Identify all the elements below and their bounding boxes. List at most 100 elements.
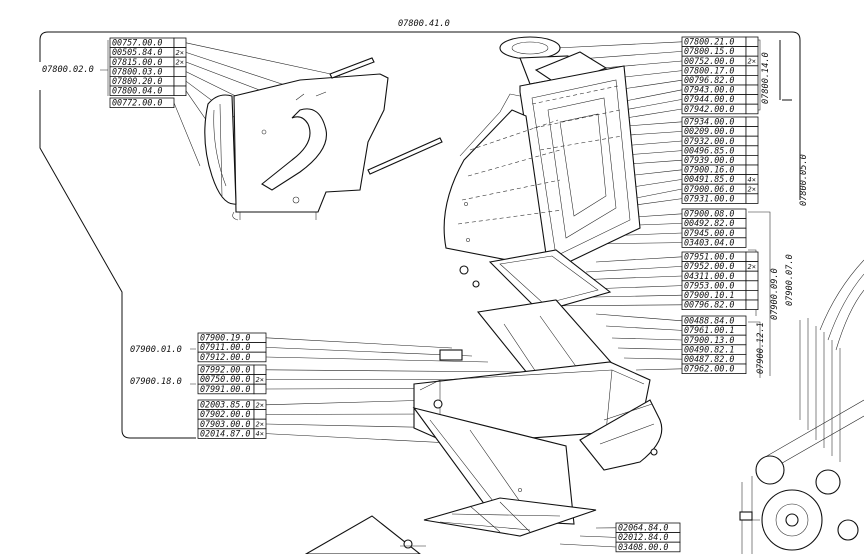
part-number: 07800.15.0 bbox=[684, 46, 734, 56]
part-number: 07991.00.0 bbox=[200, 384, 250, 394]
qty-box bbox=[745, 84, 759, 96]
group-7-8-bracket bbox=[190, 348, 196, 385]
hood-assembly bbox=[204, 57, 443, 221]
group-1-bracket bbox=[100, 40, 109, 96]
part-number: 00491.85.0 bbox=[684, 174, 734, 184]
part-number: 07800.03.0 bbox=[112, 66, 162, 76]
part-number: 07900.10.1 bbox=[684, 290, 734, 300]
part-quantity: 4× bbox=[256, 430, 264, 438]
part-quantity: 2× bbox=[176, 59, 184, 67]
qty-box bbox=[745, 270, 759, 282]
part-number: 00796.82.0 bbox=[684, 300, 734, 310]
qty-box bbox=[745, 193, 759, 204]
leader-line bbox=[265, 433, 471, 445]
qty-box bbox=[173, 85, 187, 97]
leader-line bbox=[579, 535, 617, 538]
part-quantity: 2× bbox=[256, 401, 264, 409]
qty-box bbox=[745, 36, 759, 48]
part-number: 00209.00.0 bbox=[684, 126, 734, 136]
qty-box bbox=[745, 154, 759, 166]
leader-line bbox=[185, 42, 341, 77]
viewfinder-assembly bbox=[443, 36, 641, 273]
part-number: 07942.00.0 bbox=[684, 104, 734, 114]
part-number: 07815.00.0 bbox=[112, 57, 162, 67]
part-number: 00487.82.0 bbox=[684, 354, 734, 364]
part-number: 07951.00.0 bbox=[684, 252, 734, 262]
part-number: 02003.85.0 bbox=[200, 400, 250, 410]
part-number: 07944.00.0 bbox=[684, 94, 734, 104]
assembly-number: 07800.41.0 bbox=[398, 19, 450, 29]
qty-box bbox=[253, 383, 267, 395]
part-number: 07939.00.0 bbox=[684, 155, 734, 165]
group-label-6: 07900.12.1 bbox=[756, 322, 766, 374]
leader-line bbox=[617, 347, 683, 350]
group-6-bracket bbox=[748, 321, 761, 378]
part-number: 07953.00.0 bbox=[684, 280, 734, 290]
part-number: 07900.16.0 bbox=[684, 165, 734, 175]
leader-line bbox=[635, 368, 683, 371]
part-number: 07800.20.0 bbox=[112, 76, 162, 86]
part-number: 07900.06.0 bbox=[684, 184, 734, 194]
leader-line bbox=[555, 41, 683, 49]
qty-box bbox=[173, 66, 187, 77]
part-number: 03403.04.0 bbox=[684, 237, 734, 247]
part-number: 02064.84.0 bbox=[618, 523, 668, 533]
part-quantity: 2× bbox=[748, 58, 756, 66]
part-quantity: 2× bbox=[748, 263, 756, 271]
part-quantity: 2× bbox=[176, 49, 184, 57]
part-number: 00492.82.0 bbox=[684, 218, 734, 228]
part-number: 00505.84.0 bbox=[112, 47, 162, 57]
leader-line bbox=[265, 369, 521, 373]
qty-box bbox=[173, 76, 187, 87]
label-group-4: 07934.00.000209.00.007932.00.000496.85.0… bbox=[681, 116, 759, 204]
part-quantity: 2× bbox=[748, 186, 756, 194]
leader-line bbox=[615, 79, 683, 91]
qty-box bbox=[745, 46, 759, 57]
qty-box bbox=[253, 428, 267, 439]
leader-line bbox=[619, 89, 683, 103]
qty-box bbox=[745, 251, 759, 263]
part-number: 00496.85.0 bbox=[684, 145, 734, 155]
leader-line bbox=[585, 266, 683, 273]
part-number: 07902.00.0 bbox=[200, 409, 250, 419]
leader-line bbox=[265, 356, 489, 363]
part-number: 07900.13.0 bbox=[684, 335, 734, 345]
group-label-7: 07900.01.0 bbox=[130, 345, 182, 355]
group-label-5: 07900.09.0 bbox=[770, 268, 780, 320]
part-number: 00752.00.0 bbox=[684, 56, 734, 66]
part-number: 07945.00.0 bbox=[684, 228, 734, 238]
qty-box bbox=[745, 299, 759, 311]
qty-box bbox=[745, 126, 759, 137]
part-number: 02012.84.0 bbox=[618, 532, 668, 542]
label-group-2: 00772.00.0 bbox=[109, 98, 175, 109]
part-quantity: 4× bbox=[748, 176, 756, 184]
leader-lines bbox=[173, 41, 683, 548]
part-number: 00772.00.0 bbox=[112, 98, 162, 108]
leader-line bbox=[595, 256, 683, 263]
leader-line bbox=[173, 102, 201, 167]
qty-box bbox=[745, 116, 759, 128]
part-number: 07903.00.0 bbox=[200, 419, 250, 429]
qty-box bbox=[173, 37, 187, 49]
group-label-2: 07800.14.0 bbox=[761, 52, 771, 104]
assembly-bracket bbox=[39, 31, 801, 439]
group-label-4: 07900.07.0 bbox=[785, 254, 795, 306]
part-number: 00750.00.0 bbox=[200, 374, 250, 384]
bottom-plates bbox=[304, 497, 597, 554]
part-number: 07943.00.0 bbox=[684, 85, 734, 95]
part-number: 07900.19.0 bbox=[200, 333, 250, 343]
qty-box bbox=[253, 409, 267, 420]
part-number: 07992.00.0 bbox=[200, 365, 250, 375]
group-label-3: 07800.05.0 bbox=[799, 154, 809, 206]
leader-line bbox=[623, 357, 683, 360]
base-body bbox=[412, 349, 663, 525]
part-number: 04311.00.0 bbox=[684, 271, 734, 281]
part-number: 00796.82.0 bbox=[684, 75, 734, 85]
group-label-1: 07800.02.0 bbox=[42, 65, 94, 75]
